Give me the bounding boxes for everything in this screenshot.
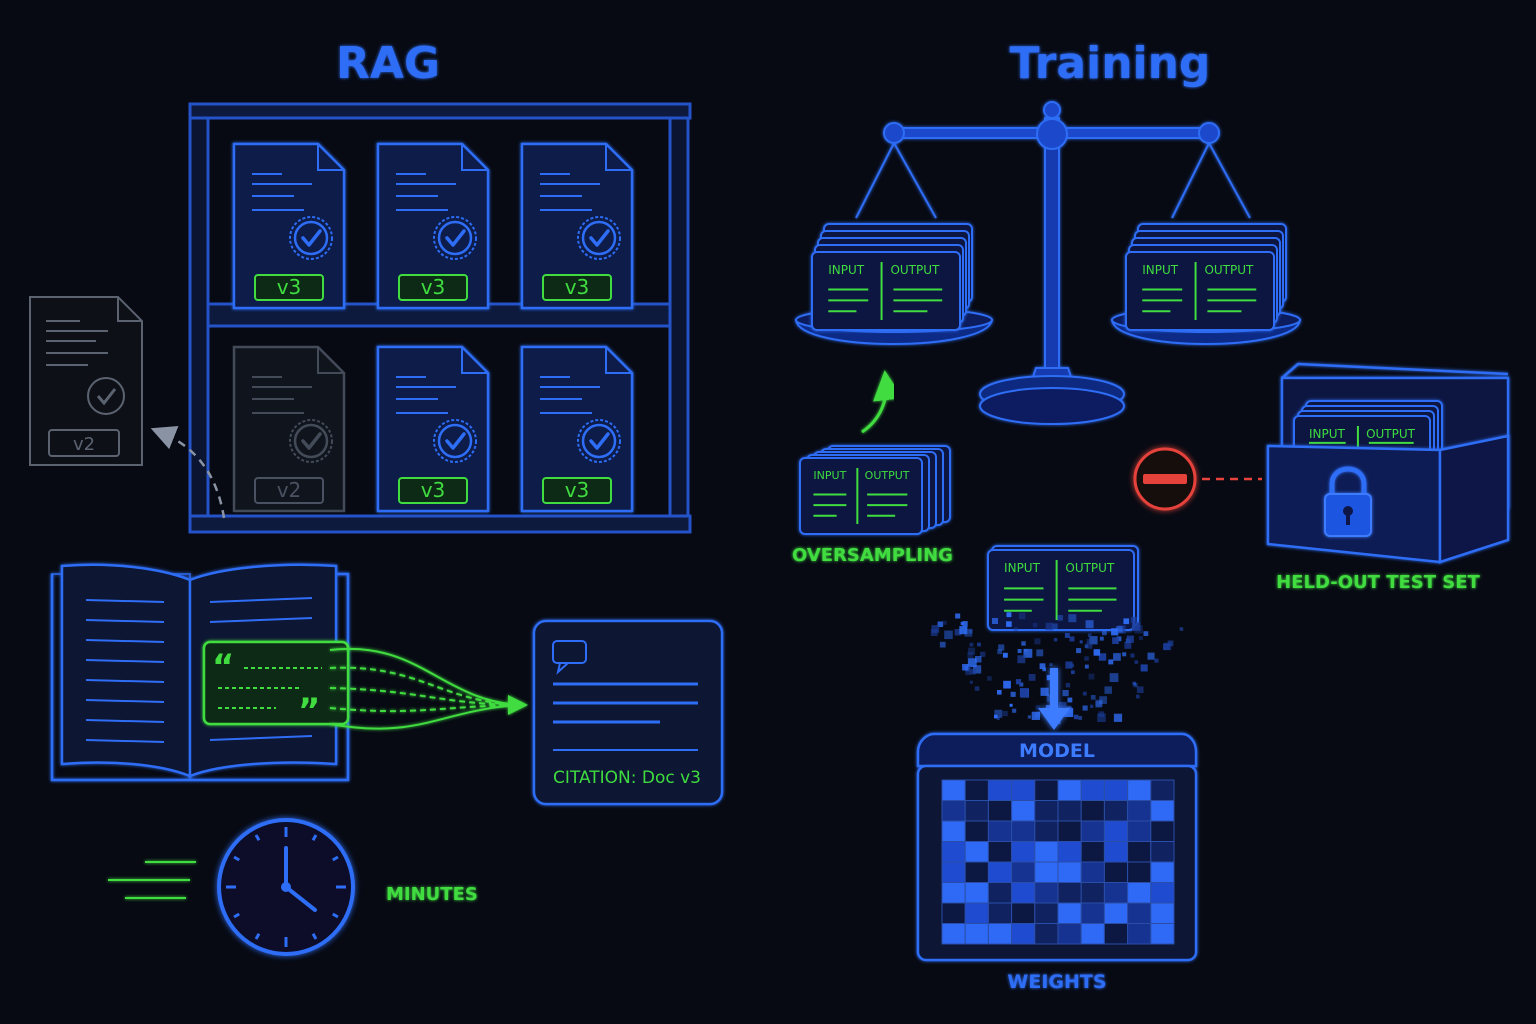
book-text-lines <box>85 597 313 743</box>
document-icon: v3 <box>232 142 346 310</box>
citation-card <box>532 619 724 806</box>
version-tag: v3 <box>421 478 446 502</box>
checkmark-badge-icon <box>577 216 621 260</box>
curved-arrow-icon <box>861 370 903 434</box>
card-input-label: INPUT <box>813 469 846 482</box>
held-out-label: HELD-OUT TEST SET <box>1276 572 1480 593</box>
card-input-label: INPUT <box>1142 263 1179 277</box>
checkmark-badge-icon <box>433 216 477 260</box>
card-output-label: OUTPUT <box>865 469 910 482</box>
minutes-label: MINUTES <box>386 884 478 905</box>
no-entry-icon <box>1133 447 1197 511</box>
weights-label: WEIGHTS <box>1007 971 1106 993</box>
checkmark-badge-icon <box>289 419 333 463</box>
arrow-down-icon <box>1038 668 1070 730</box>
version-tag: v3 <box>565 478 590 502</box>
card-input-label: INPUT <box>828 263 865 277</box>
model-label: MODEL <box>1019 740 1095 762</box>
document-icon: v3 <box>376 142 490 310</box>
card-stack-icon: INPUT OUTPUT <box>1125 223 1287 331</box>
version-tag: v3 <box>421 275 446 299</box>
checkmark-badge-icon <box>577 419 621 463</box>
highlighted-quote: “ ” <box>202 640 350 731</box>
checkmark-badge-icon <box>289 216 333 260</box>
held-out-box-front <box>1266 434 1510 564</box>
shelf-documents: v3 v3 v3 v2 v3 v3 <box>232 142 634 513</box>
outdated-doc-version: v2 <box>73 434 95 455</box>
clock-icon <box>217 818 355 956</box>
dissolving-particles <box>930 612 1184 725</box>
document-icon: v2 <box>232 345 346 513</box>
card-output-label: OUTPUT <box>1204 263 1254 277</box>
card-output-label: OUTPUT <box>890 263 940 277</box>
speed-lines <box>108 861 196 899</box>
quote-icon: “ <box>212 647 234 687</box>
rag-title: RAG <box>336 38 440 89</box>
card-stack-icon: INPUT OUTPUT <box>987 545 1139 631</box>
checkmark-badge-icon <box>433 419 477 463</box>
lock-icon <box>1324 466 1372 537</box>
card-stack-icon: INPUT OUTPUT <box>799 445 951 535</box>
version-tag: v2 <box>277 478 302 502</box>
card-output-label: OUTPUT <box>1065 561 1115 575</box>
training-title: Training <box>1010 38 1211 89</box>
chat-bubble-icon <box>552 640 587 675</box>
citation-label: CITATION: Doc v3 <box>553 768 701 788</box>
card-input-label: INPUT <box>1309 427 1346 441</box>
version-tag: v3 <box>277 275 302 299</box>
weights-grid <box>941 779 1175 945</box>
document-icon: v3 <box>520 142 634 310</box>
quote-flow-lines <box>329 647 528 730</box>
card-input-label: INPUT <box>1004 561 1041 575</box>
svg-text:”: ” <box>298 691 320 731</box>
dashed-arrow-icon <box>150 425 226 519</box>
outdated-document <box>29 296 143 466</box>
document-icon: v3 <box>520 345 634 513</box>
card-stack-icon: INPUT OUTPUT <box>811 223 973 331</box>
card-output-label: OUTPUT <box>1366 427 1416 441</box>
document-icon: v3 <box>376 345 490 513</box>
version-tag: v3 <box>565 275 590 299</box>
oversampling-label: OVERSAMPLING <box>792 545 953 566</box>
